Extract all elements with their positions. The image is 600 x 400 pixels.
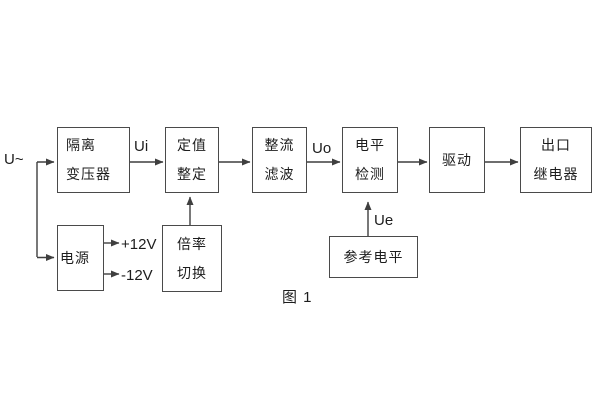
signal-uo-label: Uo bbox=[312, 140, 332, 157]
signal-ue-label: Ue bbox=[374, 212, 394, 229]
block-setpoint-adjust: 定值 整定 bbox=[165, 127, 219, 193]
figure-caption: 图 1 bbox=[282, 289, 313, 306]
block-label: 检测 bbox=[355, 166, 385, 182]
block-label: 隔离 bbox=[66, 137, 96, 153]
signal-minus12-label: -12V bbox=[121, 267, 153, 284]
block-label: 切换 bbox=[177, 264, 207, 281]
block-reference-level: 参考电平 bbox=[329, 236, 418, 278]
block-label: 整流 bbox=[264, 137, 295, 153]
block-label: 出口 bbox=[541, 137, 571, 153]
block-isolation-transformer: 隔离 变压器 bbox=[57, 127, 130, 193]
block-label: 定值 bbox=[177, 137, 207, 153]
signal-ui-label: Ui bbox=[134, 138, 149, 155]
block-output-relay: 出口 继电器 bbox=[520, 127, 592, 193]
block-level-detection: 电平 检测 bbox=[342, 127, 398, 193]
block-label: 变压器 bbox=[66, 166, 111, 182]
block-label: 驱动 bbox=[442, 151, 472, 168]
block-drive: 驱动 bbox=[429, 127, 485, 193]
signal-plus12-label: +12V bbox=[121, 236, 157, 253]
block-label: 整定 bbox=[177, 166, 207, 182]
block-rectifier-filter: 整流 滤波 bbox=[252, 127, 307, 193]
block-label: 继电器 bbox=[533, 166, 579, 182]
block-label: 参考电平 bbox=[343, 248, 404, 265]
block-label: 电源 bbox=[60, 249, 90, 266]
block-power-supply: 电源 bbox=[57, 225, 104, 291]
block-label: 倍率 bbox=[177, 235, 207, 252]
block-label: 电平 bbox=[355, 137, 385, 153]
signal-input-label: U~ bbox=[4, 151, 24, 168]
block-ratio-switch: 倍率 切换 bbox=[162, 225, 222, 292]
block-label: 滤波 bbox=[264, 166, 295, 182]
